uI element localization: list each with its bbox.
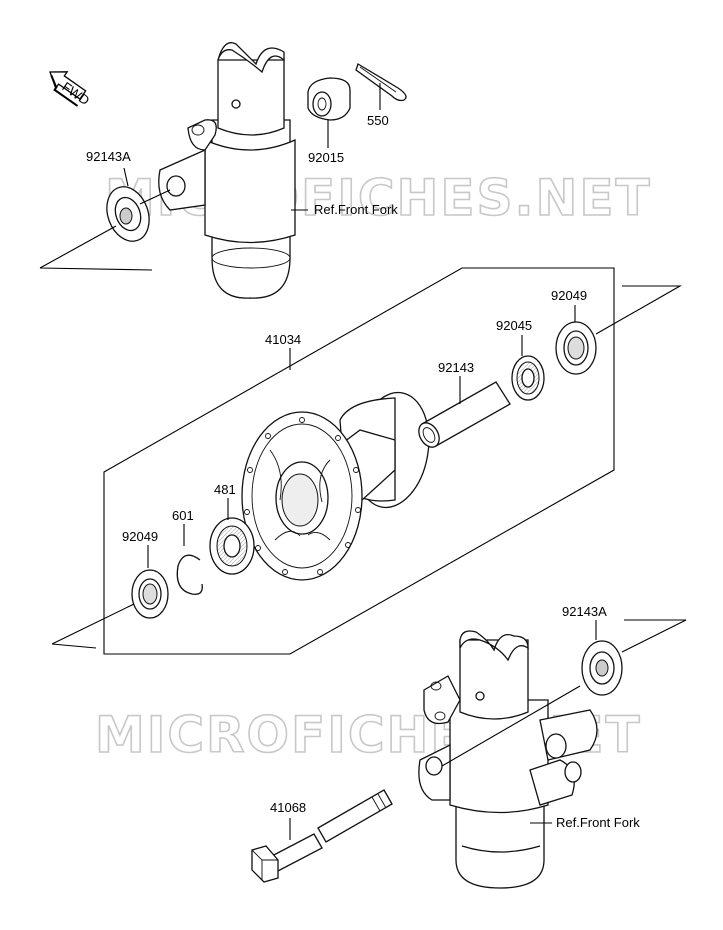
- bearing-92045: [511, 355, 545, 401]
- nut-92015: [307, 77, 351, 121]
- part-number-92015: 92015: [308, 150, 344, 165]
- part-number-41068: 41068: [270, 800, 306, 815]
- seal-92049-right: [555, 321, 597, 375]
- axle-41068: [251, 789, 393, 883]
- collar-92143A-bottom: [581, 640, 623, 696]
- front-fork-bottom: [418, 630, 598, 889]
- collar-92143A-top: [106, 186, 150, 242]
- collar-92143: [418, 381, 511, 448]
- leader-92143A-top: [123, 167, 129, 187]
- part-number-601: 601: [172, 508, 194, 523]
- ref-front-fork-bottom: Ref.Front Fork: [556, 815, 640, 830]
- ref-front-fork-top: Ref.Front Fork: [314, 202, 398, 217]
- part-number-92049-left: 92049: [122, 529, 158, 544]
- part-number-92143A-top: 92143A: [86, 149, 131, 164]
- part-number-550: 550: [367, 113, 389, 128]
- axis-line-left: [51, 603, 135, 649]
- fwd-arrow-icon: [49, 71, 87, 107]
- circlip-601: [176, 554, 203, 595]
- part-number-92143: 92143: [438, 360, 474, 375]
- seal-92049-left: [131, 569, 169, 619]
- axis-line-right: [595, 285, 683, 335]
- part-number-41034: 41034: [265, 332, 301, 347]
- bearing-481: [209, 517, 255, 575]
- part-number-92049-right: 92049: [551, 288, 587, 303]
- cotter-pin-550: [355, 63, 407, 102]
- part-number-92143A-bottom: 92143A: [562, 604, 607, 619]
- hub-41034: [241, 391, 430, 581]
- axis-line-top: [39, 189, 171, 271]
- part-number-481: 481: [214, 482, 236, 497]
- part-number-92045: 92045: [496, 318, 532, 333]
- hub-assembly-frame: [103, 267, 615, 655]
- front-fork-top: [158, 42, 296, 299]
- axis-line-bottom: [441, 619, 687, 767]
